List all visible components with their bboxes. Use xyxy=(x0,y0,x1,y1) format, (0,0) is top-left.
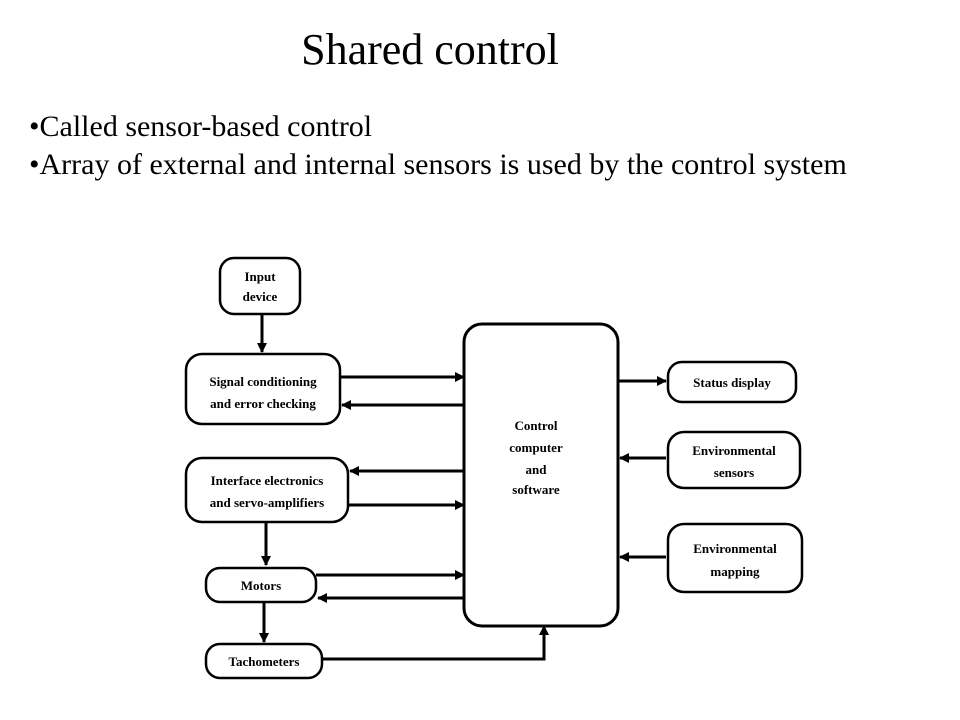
node-label: Control xyxy=(514,418,557,433)
slide-title: Shared control xyxy=(301,25,559,74)
node-environmental-mapping: Environmental mapping xyxy=(666,522,804,594)
node-status-display: Status display xyxy=(666,360,798,404)
node-tachometers: Tachometers xyxy=(204,642,324,680)
node-motors: Motors xyxy=(204,566,318,604)
node-label: Interface electronics xyxy=(211,473,324,488)
node-environmental-sensors: Environmental sensors xyxy=(666,430,802,490)
node-label: Environmental xyxy=(692,443,776,458)
node-label: mapping xyxy=(710,564,760,579)
node-label: and error checking xyxy=(210,396,316,411)
node-label: Motors xyxy=(241,578,281,593)
node-label: computer xyxy=(509,440,563,455)
node-label: Input xyxy=(244,269,276,284)
bullet-item: •Called sensor-based control xyxy=(29,110,373,143)
node-label: device xyxy=(243,289,278,304)
node-interface-electronics: Interface electronics and servo-amplifie… xyxy=(184,456,350,524)
bullet-list: •Called sensor-based control •Array of e… xyxy=(29,108,849,184)
bullet-item: •Array of external and internal sensors … xyxy=(29,148,847,181)
node-label: sensors xyxy=(714,465,754,480)
node-label: and xyxy=(526,462,548,477)
node-label: Signal conditioning xyxy=(209,374,317,389)
node-label: software xyxy=(512,482,560,497)
node-control-computer: Control computer and software xyxy=(462,322,620,628)
node-label: Status display xyxy=(693,375,771,390)
node-input-device: Input device xyxy=(218,256,302,316)
node-label: and servo-amplifiers xyxy=(210,495,324,510)
node-signal-conditioning: Signal conditioning and error checking xyxy=(184,352,342,426)
node-label: Environmental xyxy=(693,541,777,556)
edge-tachometers-to-control xyxy=(322,625,549,661)
node-label: Tachometers xyxy=(228,654,299,669)
diagram-edges xyxy=(257,314,667,661)
